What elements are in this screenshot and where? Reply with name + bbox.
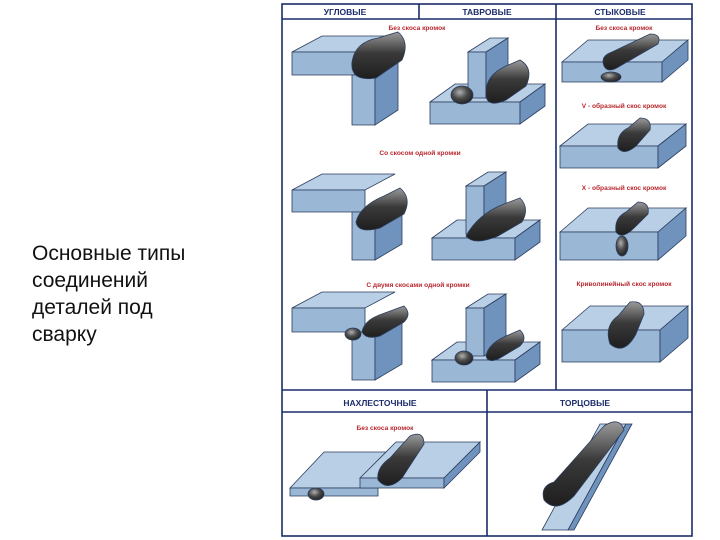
label-v-bevel: V - образный скос кромок xyxy=(582,102,667,110)
corner-joint-two-bevels xyxy=(291,291,409,381)
butt-joint-curved-bevel xyxy=(560,301,690,363)
slide-caption: Основные типы соединений деталей под сва… xyxy=(32,240,232,348)
butt-joint-v-bevel xyxy=(558,117,688,169)
tee-joint-one-bevel xyxy=(430,171,542,261)
header-butt: СТЫКОВЫЕ xyxy=(594,7,646,17)
edge-joint xyxy=(541,421,633,531)
label-one-bevel: Со скосом одной кромки xyxy=(379,149,460,157)
lap-joint-no-bevel xyxy=(289,433,481,501)
label-no-bevel: Без скоса кромок xyxy=(389,25,447,32)
corner-joint-no-bevel xyxy=(291,31,406,126)
header-edge: ТОРЦОВЫЕ xyxy=(560,398,611,408)
caption-line: соединений xyxy=(32,269,148,292)
tee-joint-two-bevels xyxy=(430,293,542,383)
label-curved-bevel: Криволинейный скос кромок xyxy=(576,280,672,288)
label-two-bevels: С двумя скосами одной кромки xyxy=(366,281,469,289)
corner-joint-one-bevel xyxy=(291,173,408,261)
tee-joint-no-bevel xyxy=(428,37,547,125)
butt-joint-x-bevel xyxy=(558,201,688,261)
header-tee: ТАВРОВЫЕ xyxy=(462,7,512,17)
label-butt-no-bevel: Без скоса кромок xyxy=(596,25,654,32)
caption-line: деталей под xyxy=(32,296,153,319)
header-corner: УГЛОВЫЕ xyxy=(324,7,367,17)
butt-joint-no-bevel xyxy=(560,33,690,83)
diagram-frame xyxy=(281,3,693,537)
caption-line: сварку xyxy=(32,323,97,346)
caption-line: Основные типы xyxy=(32,242,186,265)
header-lap: НАХЛЕСТОЧНЫЕ xyxy=(343,398,417,408)
label-lap-no-bevel: Без скоса кромок xyxy=(357,425,415,432)
label-x-bevel: X - образный скос кромок xyxy=(582,184,667,192)
